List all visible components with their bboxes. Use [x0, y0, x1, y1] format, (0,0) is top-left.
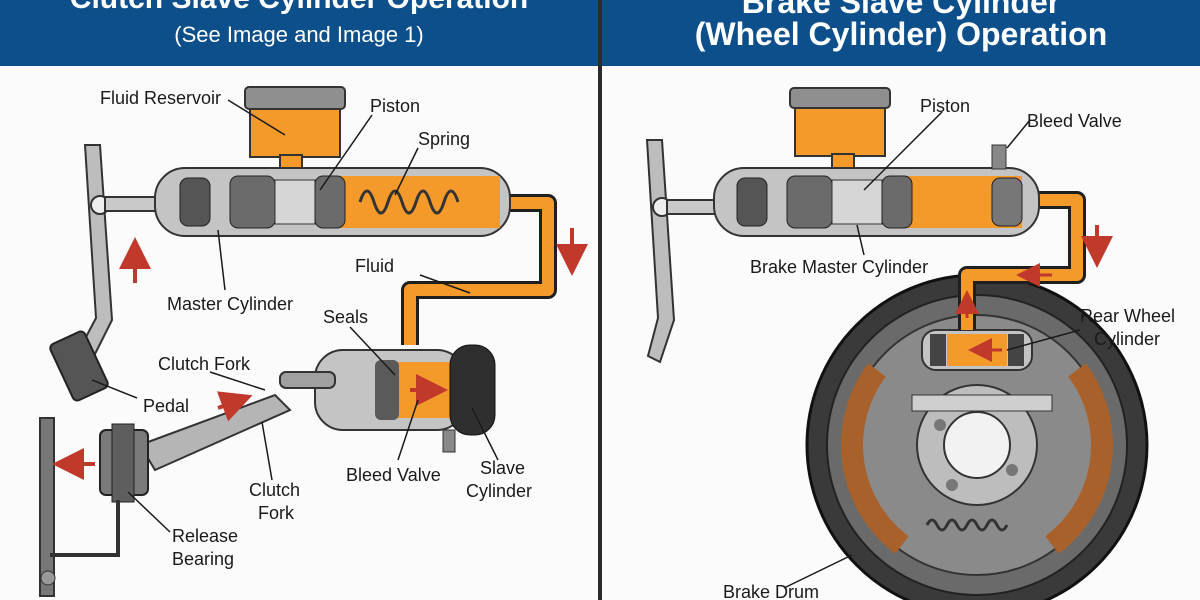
label-brake-bleed-valve: Bleed Valve [1027, 111, 1122, 131]
brake-fluid-reservoir [789, 87, 891, 175]
label-rear-wheel-1: Rear Wheel [1080, 306, 1175, 326]
brake-title-line1: Brake Slave Cylinder [741, 0, 1061, 20]
brake-title-line2: (Wheel Cylinder) Operation [694, 16, 1108, 52]
label-master-cylinder: Master Cylinder [167, 294, 293, 314]
label-fluid-reservoir: Fluid Reservoir [100, 88, 221, 108]
brake-master-cylinder [713, 144, 1040, 237]
label-piston: Piston [370, 96, 420, 116]
clutch-slave-cylinder [314, 344, 496, 453]
label-brake-drum: Brake Drum [723, 582, 819, 600]
brake-pedal-arm [645, 139, 676, 364]
panel-divider [598, 0, 602, 600]
label-release-bearing-2: Bearing [172, 549, 234, 569]
label-slave-cylinder-2: Cylinder [466, 481, 532, 501]
label-clutch-fork-2: Fork [258, 503, 295, 523]
label-seals: Seals [323, 307, 368, 327]
label-clutch-fork-top: Clutch Fork [158, 354, 251, 374]
label-brake-piston: Piston [920, 96, 970, 116]
pedal-pad [49, 330, 109, 402]
clutch-subtitle: (See Image and Image 1) [174, 22, 424, 47]
label-brake-master-cylinder: Brake Master Cylinder [750, 257, 928, 277]
clutch-title: Clutch Slave Cylinder Operation [0, 0, 598, 16]
label-release-bearing-1: Release [172, 526, 238, 546]
clutch-master-cylinder [154, 167, 511, 237]
label-pedal: Pedal [143, 396, 189, 416]
label-slave-cylinder-1: Slave [480, 458, 525, 478]
brake-panel: Brake Slave Cylinder (Wheel Cylinder) Op… [602, 0, 1200, 600]
label-bleed-valve: Bleed Valve [346, 465, 441, 485]
brake-header: Brake Slave Cylinder (Wheel Cylinder) Op… [602, 0, 1200, 66]
label-fluid: Fluid [355, 256, 394, 276]
clutch-header: Clutch Slave Cylinder Operation (See Ima… [0, 0, 598, 66]
clutch-diagram: Fluid Reservoir Piston Spring Fluid Mast… [39, 86, 588, 597]
label-spring: Spring [418, 129, 470, 149]
release-bearing [39, 417, 149, 597]
fork-motion-arrow [216, 391, 253, 422]
label-rear-wheel-2: Cylinder [1094, 329, 1160, 349]
clutch-panel: Clutch Slave Cylinder Operation (See Ima… [0, 0, 598, 600]
brake-diagram: Piston Bleed Valve Brake Master Cylinder… [645, 87, 1175, 600]
clutch-pedal-arm [76, 144, 114, 362]
spring [358, 189, 460, 215]
label-clutch-fork-1: Clutch [249, 480, 300, 500]
clutch-fluid-reservoir [244, 86, 346, 176]
